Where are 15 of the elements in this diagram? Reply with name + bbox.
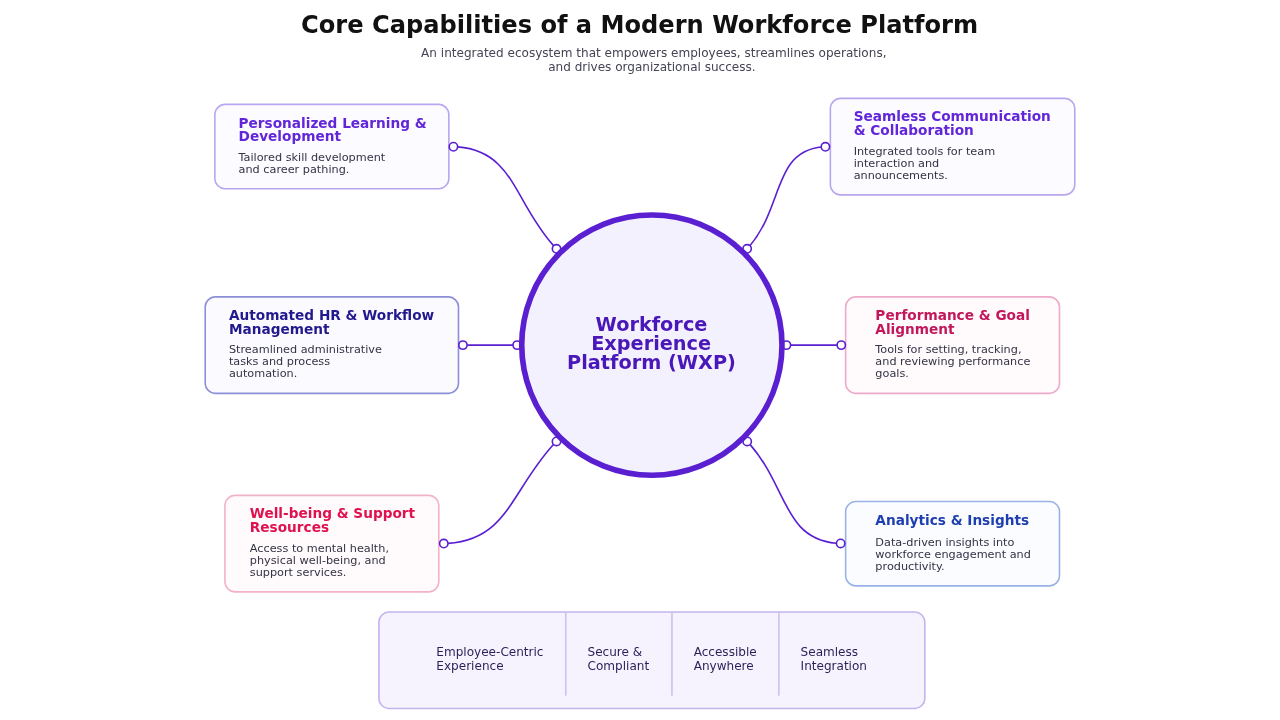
node-circle: Workforce Experience Platform (WXP) — [518, 212, 785, 479]
connector — [781, 340, 847, 351]
label: An integrated ecosystem that empowers employees, streamlines operations, and drives organizational success. — [421, 46, 887, 75]
connector — [438, 436, 562, 549]
connector — [742, 436, 846, 549]
node-box: Personalized Learning & Development Tailored skill development and career pathing. — [214, 103, 450, 190]
connector — [457, 340, 523, 351]
connector — [742, 141, 831, 254]
node-box: Performance & Goal Alignment Tools for setting, tracking, and reviewing performance goals. — [844, 296, 1061, 395]
connector — [448, 141, 562, 254]
node-box: Analytics & Insights Data-driven insights into workforce engagement and productivity. — [844, 500, 1061, 587]
node-box: Seamless Communication & Collaboration Integrated tools for team interaction and announcements. — [829, 97, 1076, 196]
diagram-title: Core Capabilities of a Modern Workforce Platform — [301, 11, 979, 40]
node-box: Well-being & Support Resources Access to mental health, physical well-being, and support services. — [224, 494, 440, 593]
node-box: Automated HR & Workflow Management Streamlined administrative tasks and process automation. — [204, 296, 460, 395]
